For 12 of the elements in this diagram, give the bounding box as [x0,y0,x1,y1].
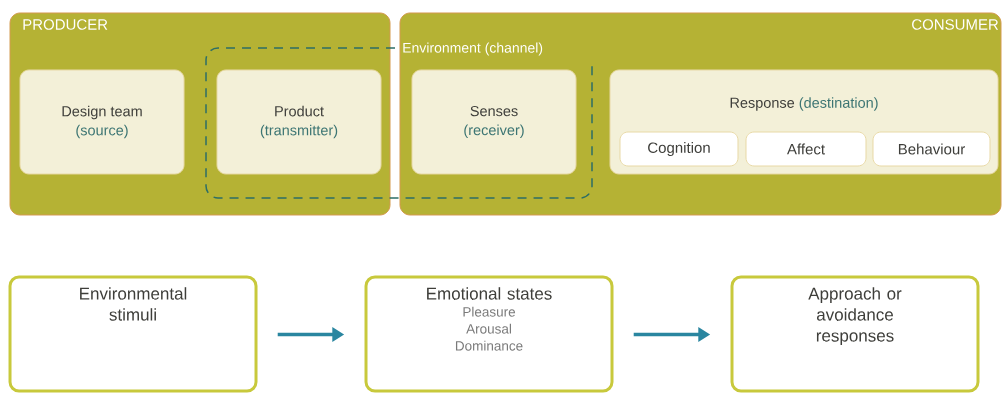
panel-heading: PRODUCER [23,19,108,30]
component-box: Product (transmitter) [216,69,382,175]
response-chip: Behaviour [872,131,991,167]
response-chip: Affect [745,131,867,167]
component-box: Design team (source) [19,69,185,175]
region-label: Environment (channel) [403,42,543,56]
response-chip: Cognition [619,131,739,167]
flow-box: Environmental stimuli [8,275,258,393]
flow-box: Approach or avoidance responses [730,275,980,393]
panel-heading: CONSUMER [912,19,999,30]
flow-box: Emotional states Pleasure Arousal Dominance [364,275,614,393]
component-box: Senses (receiver) [411,69,577,175]
